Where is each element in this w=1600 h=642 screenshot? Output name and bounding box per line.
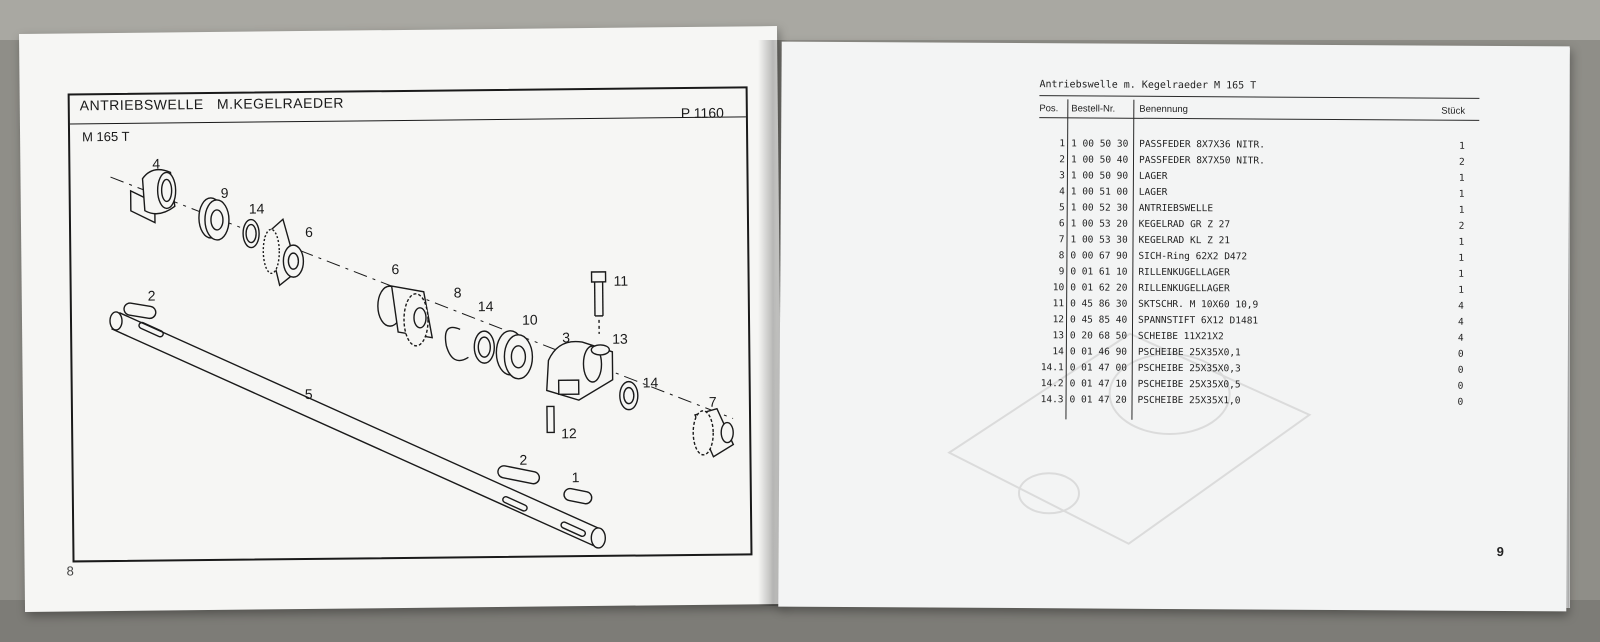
parts-list-title: Antriebswelle m. Kegelraeder M 165 T	[1039, 79, 1257, 92]
part-7-bevel-gear-small	[692, 407, 735, 458]
column-header-qty: Stück	[1441, 105, 1466, 117]
callout-4: 4	[152, 156, 160, 172]
callout-9: 9	[221, 185, 229, 201]
callout-14-middle: 14	[478, 298, 494, 314]
part-5-drive-shaft	[109, 311, 607, 549]
part-14-shim-middle	[473, 330, 495, 364]
part-10-bearing	[495, 330, 534, 380]
part-8-retaining-ring	[444, 326, 469, 362]
part-3-bearing-housing	[546, 340, 614, 401]
title-rule	[1039, 95, 1480, 99]
column-header-name: Benennung	[1139, 103, 1188, 116]
callout-10: 10	[522, 312, 538, 328]
part-2-key-top	[123, 302, 157, 320]
callout-14-top: 14	[249, 200, 265, 216]
show-through-drawing	[947, 332, 1312, 545]
exploded-parts-diagram: 4 9 14 6 6 8 14 10 3 11 13 14 12 7 2 5 2…	[109, 156, 735, 549]
callout-13: 13	[612, 331, 628, 347]
part-6-bevel-gear-middle	[377, 285, 434, 347]
part-1-key	[563, 487, 593, 505]
part-11-bolt	[590, 271, 607, 334]
drawing-frame: ANTRIEBSWELLE M.KEGELRAEDER M 165 T P 11…	[67, 86, 753, 563]
callout-6-middle: 6	[391, 261, 399, 277]
part-6-bevel-gear-top	[262, 217, 305, 287]
right-page-number: 9	[1496, 543, 1504, 560]
callout-6-top: 6	[305, 224, 313, 240]
callout-1: 1	[572, 469, 580, 485]
part-12-pin	[546, 405, 555, 434]
callout-8: 8	[454, 284, 462, 300]
callout-7: 7	[709, 394, 717, 410]
part-14-shim-top	[242, 218, 260, 249]
callout-2-top: 2	[148, 288, 156, 304]
part-4-bearing-housing	[129, 168, 177, 224]
callout-5: 5	[305, 386, 313, 402]
callout-12: 12	[561, 425, 577, 441]
right-page: Antriebswelle m. Kegelraeder M 165 T Pos…	[778, 41, 1570, 612]
axis-line	[110, 176, 734, 419]
column-header-nr: Bestell-Nr.	[1071, 103, 1116, 115]
part-9-bearing	[198, 197, 230, 241]
header-rule	[1039, 117, 1480, 121]
part-2-key-bottom	[497, 465, 541, 485]
left-page: ANTRIEBSWELLE M.KEGELRAEDER M 165 T P 11…	[18, 26, 784, 612]
part-13-washer	[590, 344, 611, 356]
part-14-shim-bottom	[619, 380, 639, 411]
callout-2-bottom: 2	[519, 452, 527, 468]
callout-3: 3	[562, 329, 570, 345]
callout-11: 11	[614, 273, 629, 289]
column-header-pos: Pos.	[1039, 103, 1059, 115]
callout-14-bottom: 14	[643, 374, 659, 390]
left-page-number: 8	[66, 563, 74, 579]
